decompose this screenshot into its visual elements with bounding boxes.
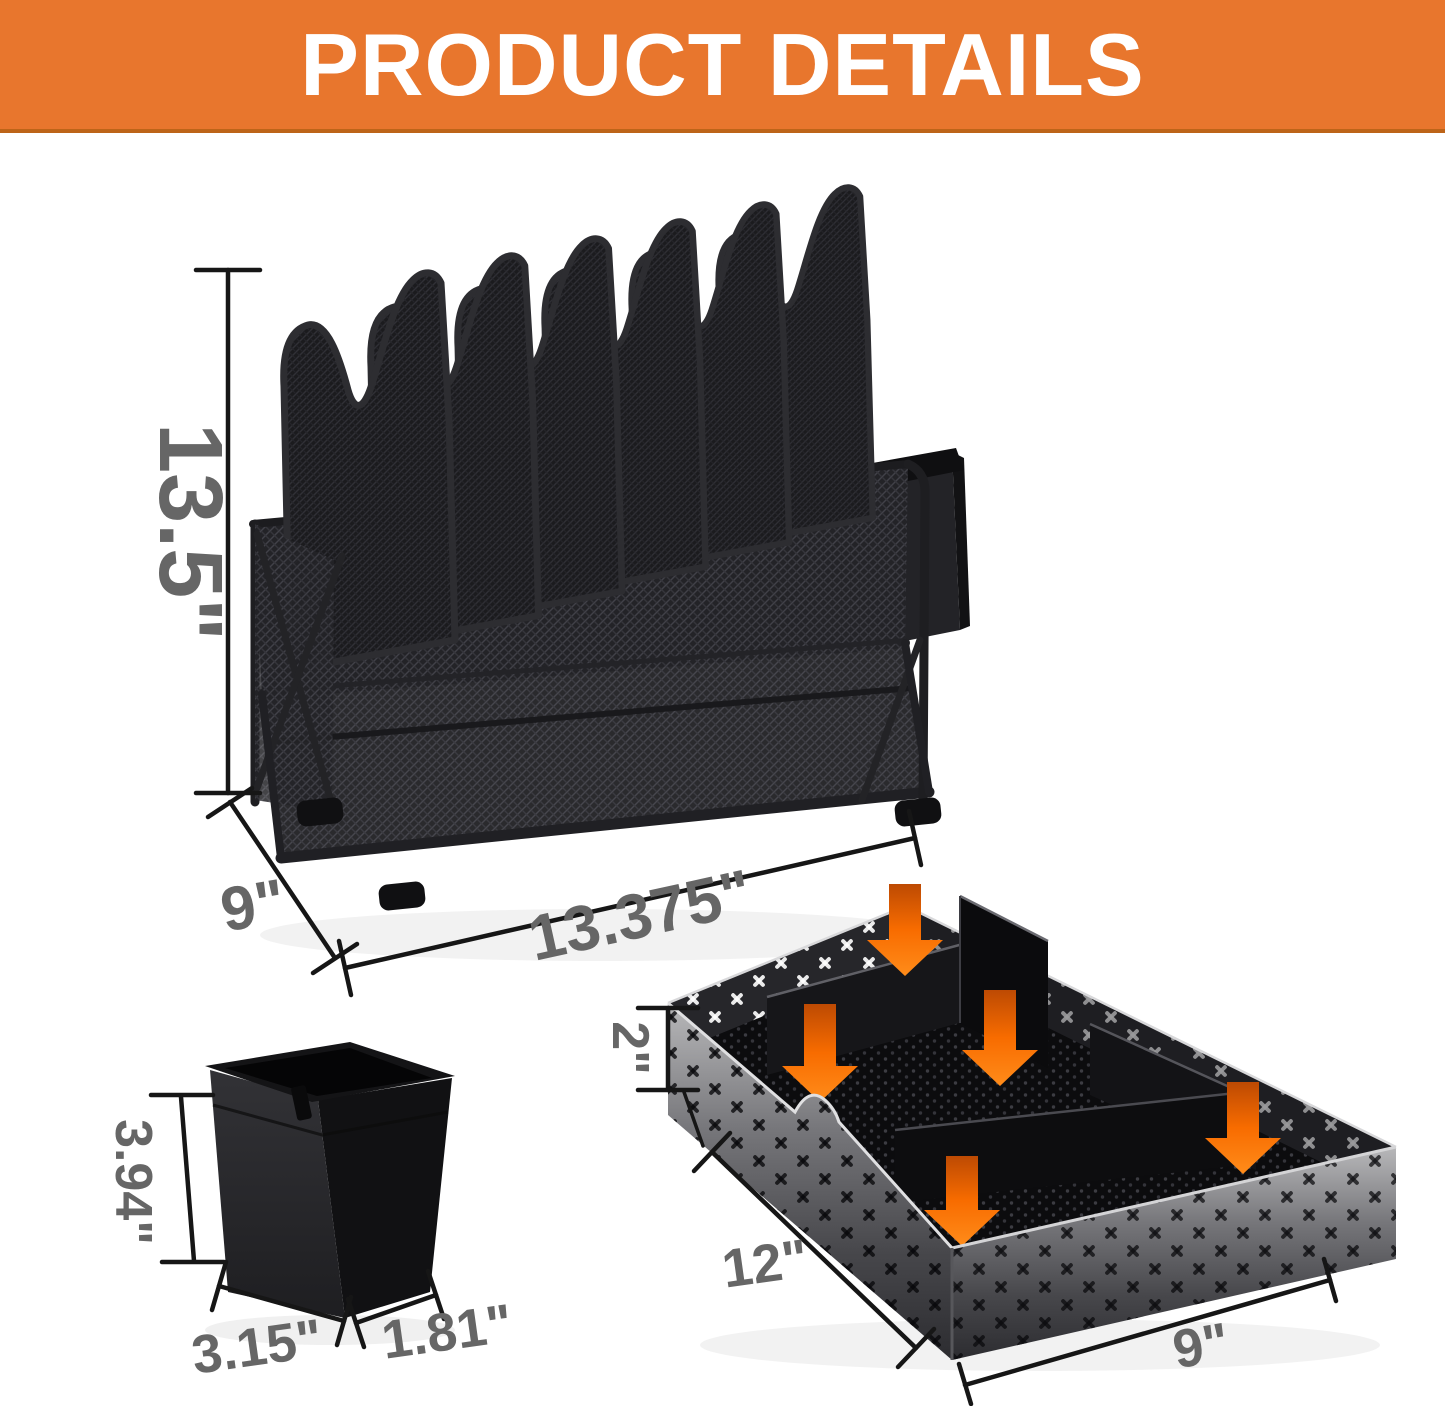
down-arrow-icon [924, 1156, 1000, 1246]
dim-organizer-height: 13.5" [140, 423, 240, 641]
header-banner: PRODUCT DETAILS [0, 0, 1445, 133]
tray-dividers [766, 894, 1257, 1203]
dim-cup-width: 3.15" [188, 1308, 326, 1386]
pen-cup-illustration [205, 1042, 455, 1345]
divider-tray-illustration [667, 884, 1397, 1371]
dim-tray-height: 2" [601, 1021, 659, 1075]
dim-tray-length: 12" [718, 1228, 811, 1299]
dim-cup-depth: 1.81" [378, 1293, 516, 1371]
dim-tray-width: 9" [1168, 1312, 1233, 1381]
down-arrow-icon [1205, 1082, 1281, 1174]
mesh-organizer-illustration [249, 187, 970, 961]
cup-hook-tab [291, 1085, 312, 1121]
page-title: PRODUCT DETAILS [300, 14, 1145, 114]
dim-organizer-depth: 9" [216, 866, 291, 945]
down-arrow-icon [867, 884, 943, 976]
dim-cup-height: 3.94" [104, 1119, 162, 1245]
down-arrow-icon [782, 1004, 858, 1102]
insert-arrows [782, 884, 1281, 1246]
tray-shadow [700, 1319, 1380, 1371]
tray-front-walls [667, 1001, 1397, 1360]
organizer-frame [250, 459, 935, 864]
pen-cup-shadow [205, 1315, 455, 1345]
down-arrow-icon [962, 990, 1038, 1086]
dimension-lines [148, 267, 1339, 1406]
organizer-feet [296, 797, 942, 911]
